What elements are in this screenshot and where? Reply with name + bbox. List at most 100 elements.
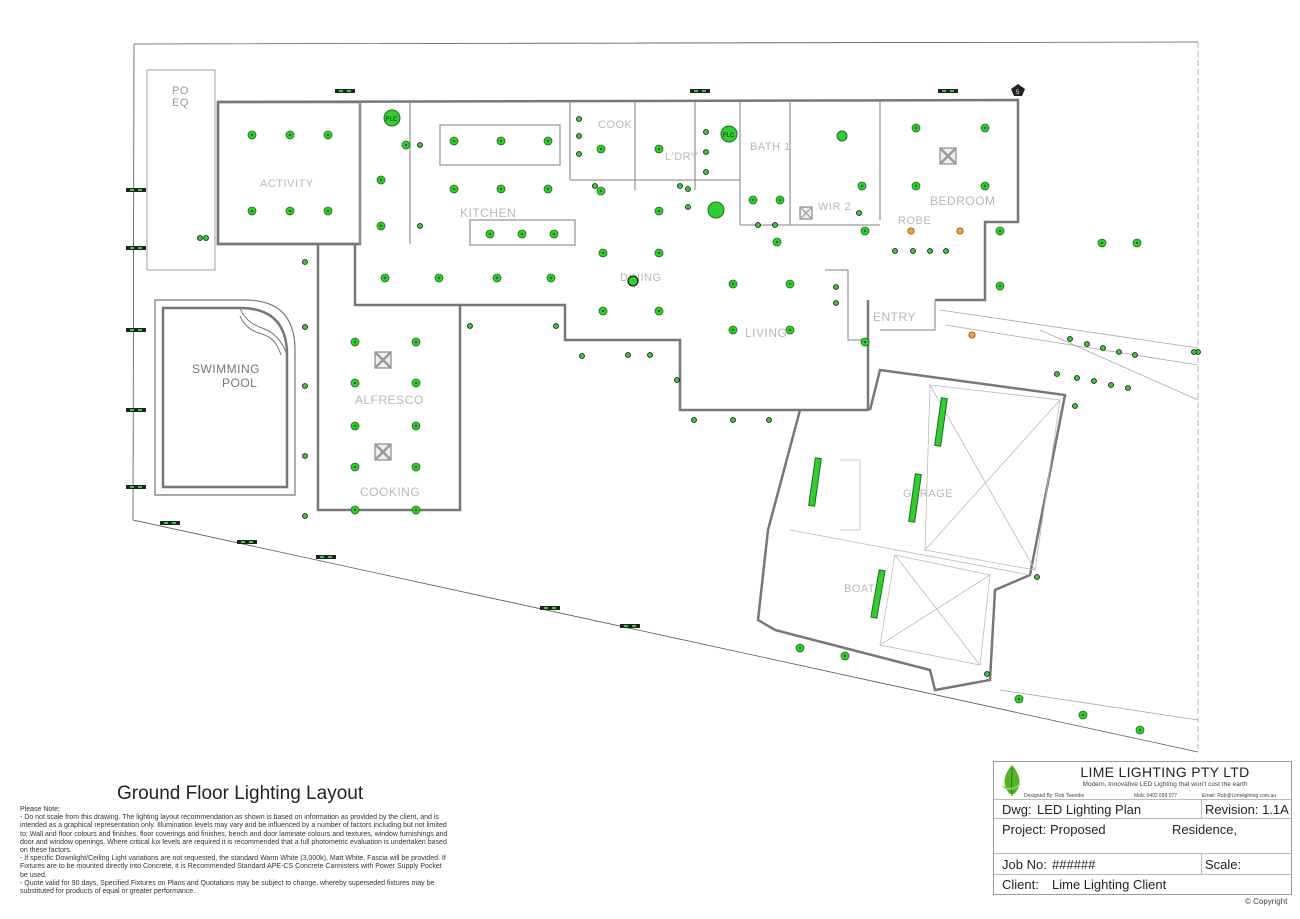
step-light-icon	[126, 246, 146, 250]
step-light-led-icon	[130, 189, 134, 191]
step-light-icon	[160, 521, 180, 525]
wall-light-icon	[302, 453, 308, 459]
downlight-center-icon	[914, 126, 918, 130]
downlight-center-icon	[353, 340, 357, 344]
wall-light-icon	[703, 169, 709, 175]
step-light-led-icon	[138, 247, 142, 249]
wall-light-icon	[625, 352, 631, 358]
leaf-logo-icon	[1002, 765, 1021, 797]
wall-light-icon	[1034, 574, 1040, 580]
step-light-icon	[620, 624, 640, 628]
house-walls	[216, 98, 1020, 512]
flc-fixture-icon	[383, 109, 848, 287]
wall-light-icon	[856, 210, 862, 216]
downlight-center-icon	[798, 646, 802, 650]
step-light-led-icon	[130, 247, 134, 249]
room-bath: BATH 1	[750, 141, 791, 153]
downlight-center-icon	[549, 276, 553, 280]
dwg-row: Dwg: LED Lighting Plan Revision: 1.1A	[994, 799, 1291, 818]
wall-light-icon	[417, 223, 423, 229]
step-light-led-icon	[347, 90, 351, 92]
step-lights	[126, 89, 958, 628]
wall-light-icon	[1054, 371, 1060, 377]
room-garage: GARAGE	[903, 488, 953, 500]
wall-light-icon	[1125, 385, 1131, 391]
downlight-center-icon	[731, 282, 735, 286]
email: Email: Rob@Limelighting.com.au	[1202, 793, 1276, 799]
downlight-center-icon	[601, 251, 605, 255]
wall-light-icon	[1100, 345, 1106, 351]
wall-light-icon	[302, 383, 308, 389]
wall-light-icon	[833, 284, 839, 290]
wall-light-icon	[1132, 352, 1138, 358]
room-pool-equip-2: EQ	[172, 97, 189, 109]
wall-light-icon	[984, 671, 990, 677]
step-light-icon	[126, 408, 146, 412]
downlight-center-icon	[657, 309, 661, 313]
wall-light-icon	[685, 204, 691, 210]
step-light-led-icon	[339, 90, 343, 92]
revision: Revision: 1.1A	[1205, 802, 1289, 817]
downlight-center-icon	[379, 224, 383, 228]
room-swimming: SWIMMING	[192, 362, 260, 376]
door-tag-icon	[1011, 84, 1025, 96]
wall-light-icon	[576, 116, 582, 122]
wall-light-icon	[685, 186, 691, 192]
room-pool-equip: PO	[172, 85, 189, 97]
wall-light-icon	[576, 133, 582, 139]
wall-light-icon	[772, 222, 778, 228]
downlight-center-icon	[998, 229, 1002, 233]
wall-light-icon	[302, 259, 308, 265]
downlight-center-icon	[326, 209, 330, 213]
swimming-pool	[154, 299, 296, 496]
wall-light-icon	[417, 142, 423, 148]
wall-light-icon	[203, 235, 209, 241]
room-activity: ACTIVITY	[260, 178, 314, 190]
step-light-icon	[126, 485, 146, 489]
notes: Please Note: - Do not scale from this dr…	[20, 806, 450, 896]
wall-light-icon	[1067, 336, 1073, 342]
downlight-center-icon	[495, 276, 499, 280]
wall-light-icon	[766, 417, 772, 423]
room-dining: DINING	[620, 272, 662, 284]
step-light-icon	[335, 89, 355, 93]
ceiling-fan-icon	[374, 147, 957, 461]
company-tagline: Modern, Innovative LED Lighting that won…	[1082, 781, 1248, 788]
amber-light-icon	[907, 227, 915, 235]
garage-walls	[756, 368, 1067, 692]
note-item: - Do not scale from this drawing. The li…	[20, 814, 448, 855]
downlight-center-icon	[404, 143, 408, 147]
step-light-icon	[126, 328, 146, 332]
downlight-center-icon	[353, 465, 357, 469]
project-label: Project:	[1002, 822, 1047, 837]
downlight-center-icon	[1135, 241, 1139, 245]
project-value-2: Residence,	[1172, 822, 1238, 837]
downlight-center-icon	[452, 139, 456, 143]
amber-lights	[907, 227, 976, 339]
step-light-led-icon	[950, 90, 954, 92]
pool-equipment	[146, 69, 216, 271]
downlight-center-icon	[414, 424, 418, 428]
step-light-led-icon	[702, 90, 706, 92]
room-cook: COOK	[598, 119, 633, 131]
downlight-center-icon	[983, 184, 987, 188]
entry-path	[939, 309, 1199, 721]
wall-light-icon	[1074, 375, 1080, 381]
step-light-icon	[316, 555, 336, 559]
wall-light-icon	[755, 222, 761, 228]
step-light-icon	[126, 188, 146, 192]
note-item: - Quote valid for 90 days, Specified Fix…	[20, 879, 435, 896]
downlight-center-icon	[998, 284, 1002, 288]
dwg-label: Dwg:	[1002, 802, 1032, 817]
wall-light-icon	[691, 417, 697, 423]
downlight-center-icon	[353, 381, 357, 385]
door-tag-label: 5	[1016, 90, 1020, 96]
wall-light-icon	[576, 151, 582, 157]
wall-light-icon	[592, 183, 598, 189]
step-light-led-icon	[694, 90, 698, 92]
room-robe: ROBE	[898, 215, 931, 227]
downlight-center-icon	[452, 187, 456, 191]
flc-label-b: FLC	[723, 133, 735, 139]
step-light-led-icon	[320, 556, 324, 558]
mobile: Mob: 0402 699 077	[1134, 793, 1178, 799]
